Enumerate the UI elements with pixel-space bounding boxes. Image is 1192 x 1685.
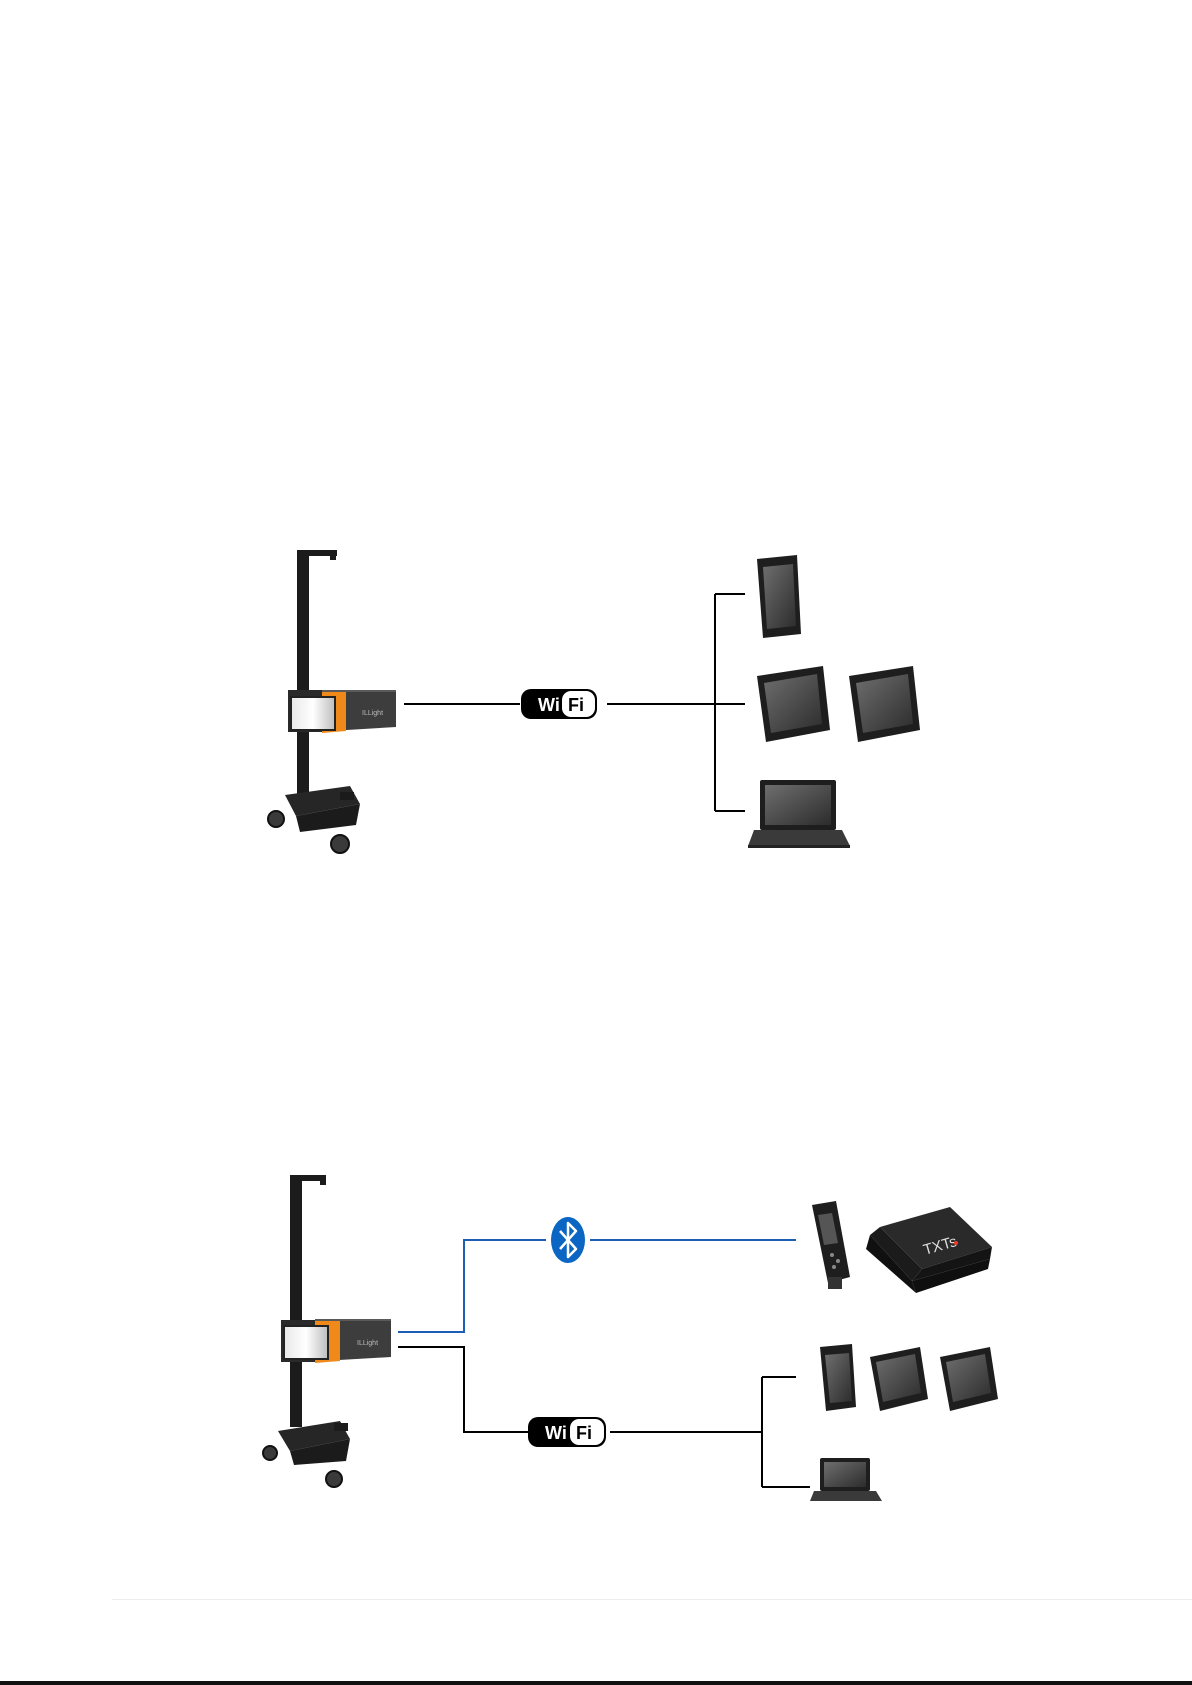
headlamp-wifi-diagram: ILLight Wi Fi: [0, 540, 1192, 870]
svg-text:ILLight: ILLight: [357, 1340, 378, 1347]
wifi-icon: Wi Fi: [521, 689, 597, 719]
wifi-icon: Wi Fi: [528, 1417, 606, 1447]
wifi-wordmark-right: Fi: [576, 1423, 592, 1443]
tablet-icon: [849, 666, 920, 742]
txts-diagnostic-interface-icon: TXTs: [866, 1207, 992, 1293]
vci-dongle-icon: [812, 1201, 850, 1289]
tablet-icon: [820, 1344, 856, 1411]
headlamp-tester-device: ILLight: [263, 1175, 391, 1487]
footer-divider: [112, 1599, 1192, 1600]
bluetooth-icon: [551, 1217, 585, 1263]
wifi-connector-line: [398, 1347, 528, 1432]
wifi-wordmark-left: Wi: [545, 1423, 567, 1443]
wifi-wordmark-right: Fi: [568, 695, 584, 715]
headlamp-bluetooth-wifi-diagram: ILLight Wi Fi TXTs: [0, 1165, 1192, 1510]
laptop-icon: [748, 780, 850, 848]
svg-text:ILLight: ILLight: [362, 710, 383, 717]
bluetooth-connector-line: [398, 1240, 546, 1332]
laptop-icon: [810, 1458, 882, 1501]
tablet-icon: [940, 1347, 998, 1411]
device-branch-bracket: [762, 1377, 810, 1487]
page-bottom-border: [0, 1681, 1192, 1685]
tablet-icon: [757, 555, 801, 638]
headlamp-tester-device: ILLight: [268, 550, 396, 853]
tablet-icon: [757, 666, 830, 742]
wifi-wordmark-left: Wi: [538, 695, 560, 715]
tablet-icon: [870, 1347, 928, 1411]
device-branch-bracket: [715, 594, 745, 811]
